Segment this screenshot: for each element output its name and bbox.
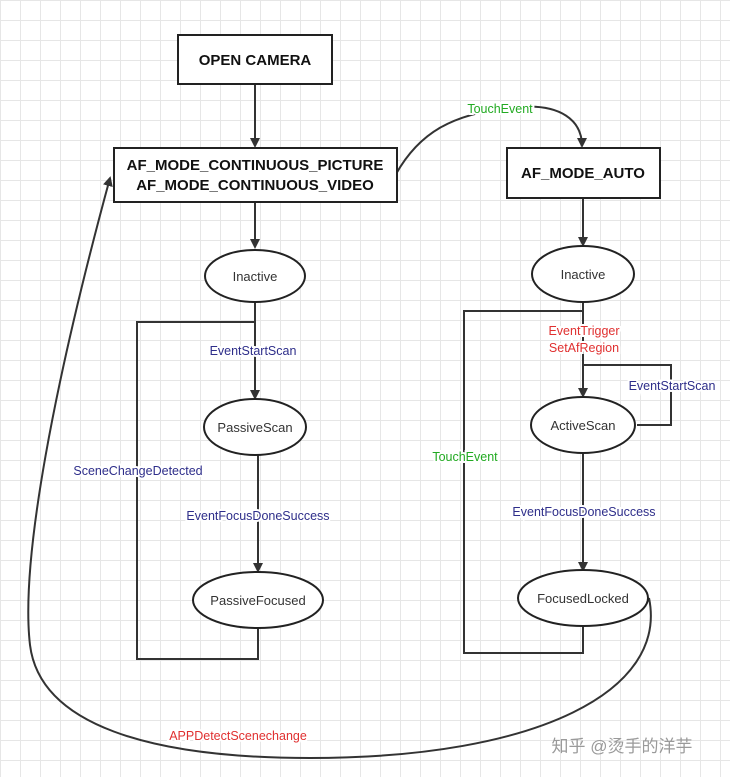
label-set-af-region: SetAfRegion — [549, 341, 619, 355]
af-auto-box — [506, 147, 661, 199]
state-left-inactive-label: Inactive — [233, 269, 278, 284]
state-right-inactive-label: Inactive — [561, 267, 606, 282]
label-scene-change-detected: SceneChangeDetected — [73, 464, 202, 478]
arrow-app-detect-scenechange — [27, 176, 652, 760]
label-event-start-scan-right: EventStartScan — [629, 379, 716, 393]
af-continuous-video-label: AF_MODE_CONTINUOUS_VIDEO — [136, 177, 374, 194]
state-passive-scan-label: PassiveScan — [217, 420, 292, 435]
label-event-focus-done-left: EventFocusDoneSuccess — [186, 509, 329, 523]
label-app-detect-scenechange: APPDetectScenechange — [169, 729, 307, 743]
open-camera-label: OPEN CAMERA — [199, 52, 312, 69]
state-right-inactive — [531, 245, 635, 303]
state-active-scan-label: ActiveScan — [550, 418, 615, 433]
state-active-scan — [530, 396, 636, 454]
label-touch-event-right: TouchEvent — [432, 450, 498, 464]
af-continuous-picture-label: AF_MODE_CONTINUOUS_PICTURE — [127, 157, 384, 174]
state-focused-locked — [517, 569, 649, 627]
state-passive-focused-label: PassiveFocused — [210, 593, 305, 608]
label-event-trigger: EventTrigger — [548, 324, 619, 338]
state-left-inactive — [204, 249, 306, 303]
af-continuous-box — [113, 147, 398, 203]
arrow-touchevent-to-af-auto — [395, 105, 587, 175]
loop-scene-change — [136, 321, 259, 660]
watermark: 知乎 @烫手的洋芋 — [552, 737, 693, 756]
state-passive-scan — [203, 398, 307, 456]
loop-touch-event — [463, 310, 584, 654]
state-focused-locked-label: FocusedLocked — [537, 591, 629, 606]
label-touch-event-top: TouchEvent — [467, 102, 533, 116]
open-camera-box — [177, 34, 333, 85]
label-event-start-scan-left: EventStartScan — [210, 344, 297, 358]
state-passive-focused — [192, 571, 324, 629]
loop-event-start-scan — [583, 364, 672, 426]
af-auto-label: AF_MODE_AUTO — [521, 165, 645, 182]
label-event-focus-done-right: EventFocusDoneSuccess — [512, 505, 655, 519]
